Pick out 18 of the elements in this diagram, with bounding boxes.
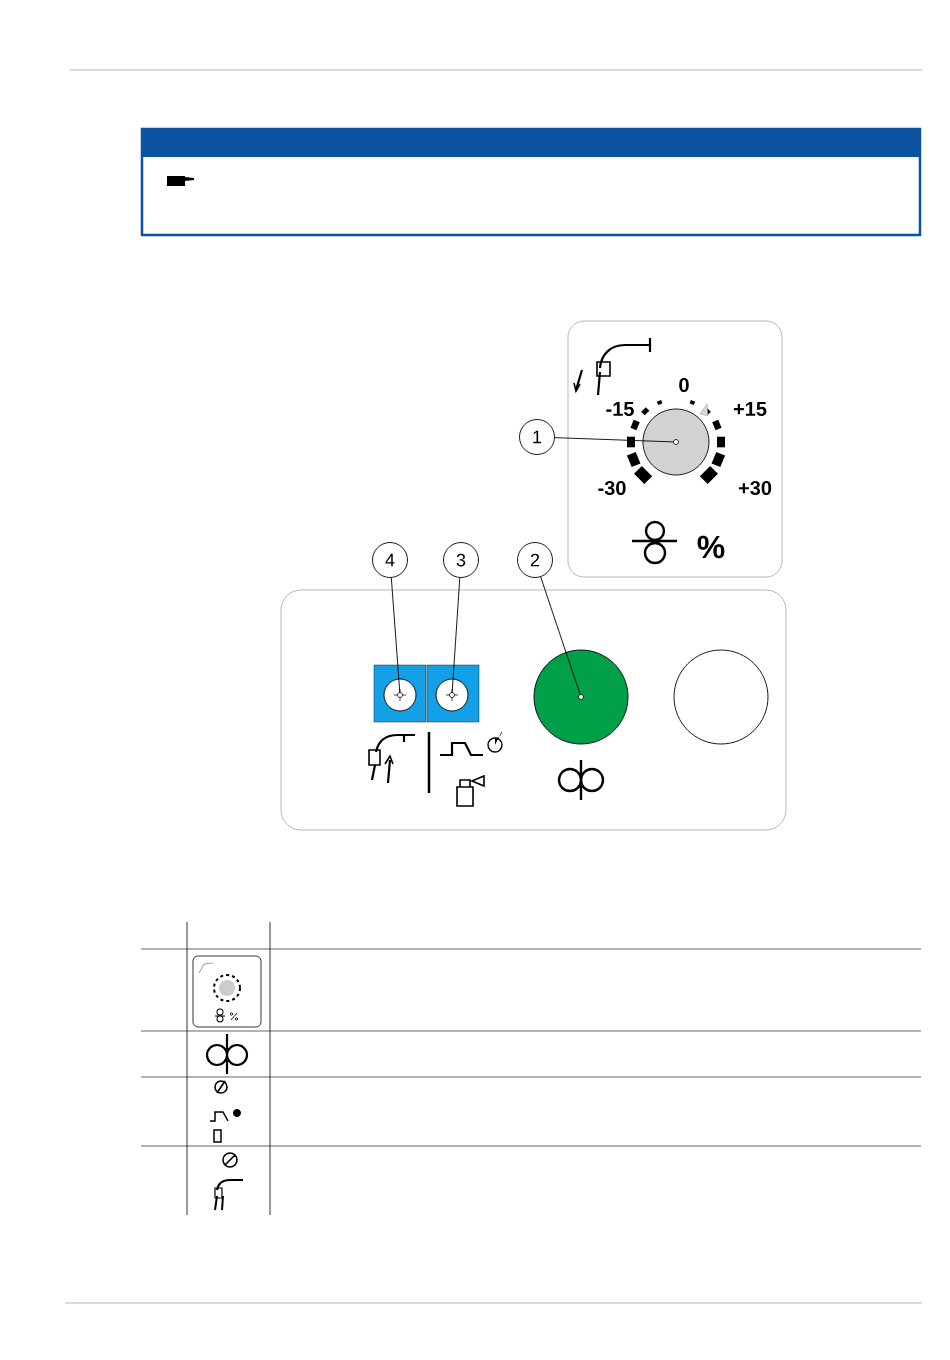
scale-label: +15 xyxy=(733,402,767,416)
callout-number: 3 xyxy=(443,542,479,578)
leader-line xyxy=(451,577,461,693)
push-button xyxy=(383,678,417,712)
callout-number: 4 xyxy=(372,542,408,578)
leader-line xyxy=(390,577,401,693)
scale-label: -15 xyxy=(606,402,634,416)
push-button xyxy=(533,649,629,745)
scale-label: +30 xyxy=(738,480,772,496)
scale-label: -30 xyxy=(598,480,626,496)
dial-knob xyxy=(642,408,710,476)
callout-number: 2 xyxy=(517,542,553,578)
push-button xyxy=(435,678,469,712)
leader-line xyxy=(540,576,581,696)
indicator-lamp xyxy=(673,649,769,745)
leader-line xyxy=(554,437,674,443)
callout-number: 1 xyxy=(519,419,555,455)
scale-label: % xyxy=(697,535,725,559)
